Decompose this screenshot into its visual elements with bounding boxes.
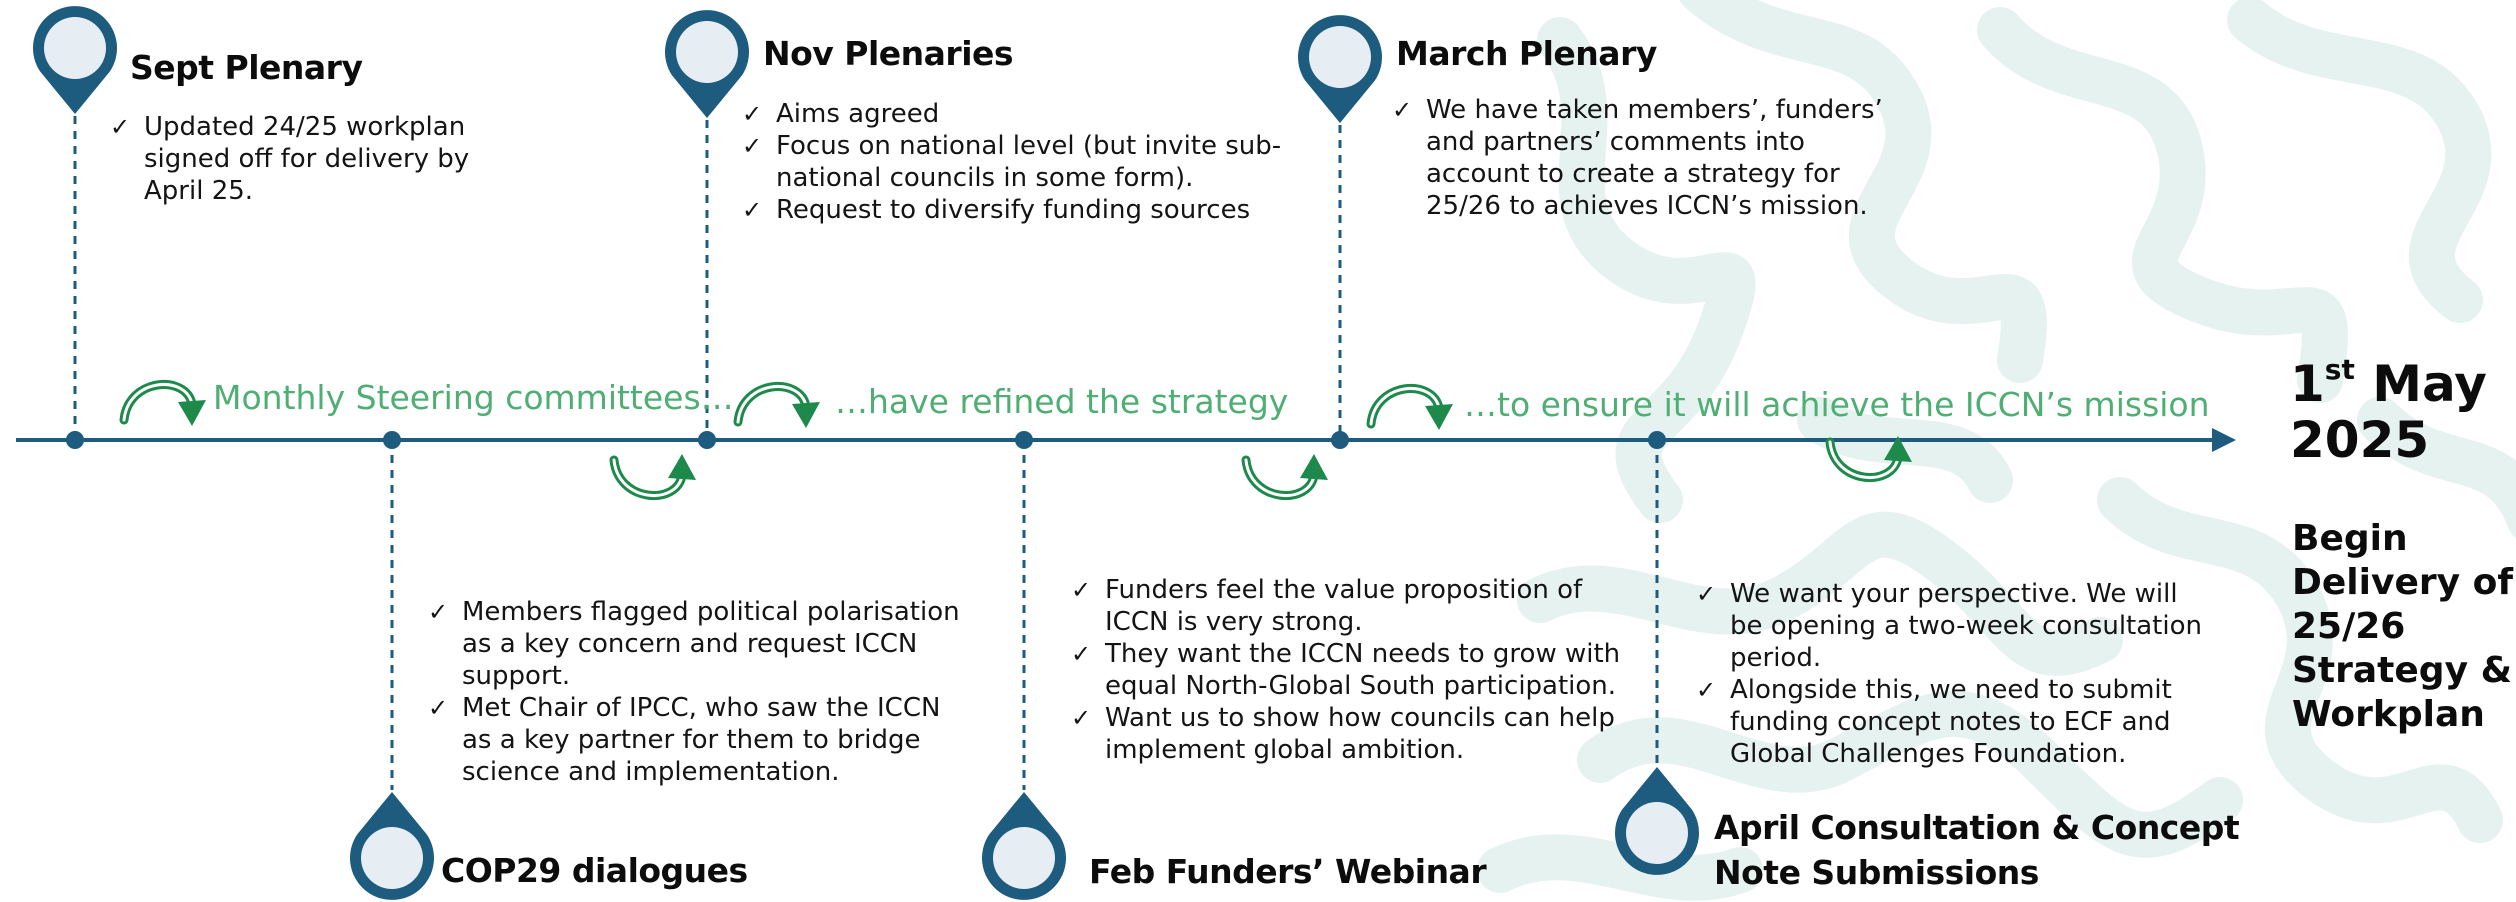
nov-note-2: Focus on national level (but invite sub-…: [742, 130, 1302, 194]
april-note-2: Alongside this, we need to submit fundin…: [1696, 674, 2206, 770]
sept-plenary-notes: Updated 24/25 workplan signed off for de…: [110, 111, 510, 207]
april-axis-dot: [1648, 431, 1666, 449]
feb-note-3: Want us to show how councils can help im…: [1071, 702, 1631, 766]
cycle-arrow-icon-4: [609, 454, 696, 500]
cop29-notes: Members flagged political polarisation a…: [428, 596, 968, 788]
sept-note-1: Updated 24/25 workplan signed off for de…: [110, 111, 510, 207]
feb-note-1: Funders feel the value proposition of IC…: [1071, 574, 1631, 638]
feb-pin-inner: [993, 827, 1055, 889]
nov-note-1: Aims agreed: [742, 98, 1302, 130]
feb-axis-dot: [1015, 431, 1033, 449]
cycle-arrow-icon-5: [1241, 454, 1328, 500]
cop29-pin-inner: [361, 827, 423, 889]
march-axis-dot: [1331, 431, 1349, 449]
cycle-arrow-icon-2: [733, 382, 820, 428]
march-note-1: We have taken members’, funders’ and par…: [1392, 94, 1912, 222]
cop29-note-1: Members flagged political polarisation a…: [428, 596, 968, 692]
timeline-arrowhead: [2212, 428, 2236, 452]
phase-label-steering: Monthly Steering committees…: [213, 378, 734, 417]
end-date-suffix: st: [2324, 353, 2355, 386]
sept-axis-dot: [66, 431, 84, 449]
april-pin-inner: [1626, 802, 1688, 864]
cop29-axis-dot: [383, 431, 401, 449]
nov-pin-inner: [676, 21, 738, 83]
cop29-dialogues-title: COP29 dialogues: [441, 851, 748, 890]
nov-note-3: Request to diversify funding sources: [742, 194, 1302, 226]
sept-plenary-title: Sept Plenary: [130, 48, 363, 87]
feb-note-2: They want the ICCN needs to grow with eq…: [1071, 638, 1631, 702]
phase-label-refined: …have refined the strategy: [835, 382, 1289, 421]
april-consultation-title: April Consultation & Concept Note Submis…: [1714, 808, 2240, 892]
april-note-1: We want your perspective. We will be ope…: [1696, 578, 2206, 674]
feb-webinar-notes: Funders feel the value proposition of IC…: [1071, 574, 1631, 766]
april-consultation-notes: We want your perspective. We will be ope…: [1696, 578, 2206, 770]
end-date-year: 2025: [2290, 411, 2430, 469]
cycle-arrow-icon-1: [119, 380, 206, 426]
end-subtitle: Begin Delivery of 25/26 Strategy & Workp…: [2292, 518, 2514, 735]
cycle-arrow-icon-3: [1366, 384, 1453, 430]
nov-plenaries-title: Nov Plenaries: [763, 34, 1014, 73]
sept-pin-inner: [44, 17, 106, 79]
march-plenary-title: March Plenary: [1396, 34, 1657, 73]
cycle-arrow-icon-6: [1825, 436, 1912, 482]
phase-label-mission: …to ensure it will achieve the ICCN’s mi…: [1464, 385, 2210, 424]
end-date-day: 1: [2290, 355, 2325, 413]
feb-funders-webinar-title: Feb Funders’ Webinar: [1089, 852, 1487, 891]
nov-axis-dot: [698, 431, 716, 449]
march-pin-inner: [1309, 26, 1371, 88]
nov-plenaries-notes: Aims agreed Focus on national level (but…: [742, 98, 1302, 226]
march-plenary-notes: We have taken members’, funders’ and par…: [1392, 94, 1912, 222]
cop29-note-2: Met Chair of IPCC, who saw the ICCN as a…: [428, 692, 968, 788]
end-date-month: May: [2372, 355, 2487, 413]
